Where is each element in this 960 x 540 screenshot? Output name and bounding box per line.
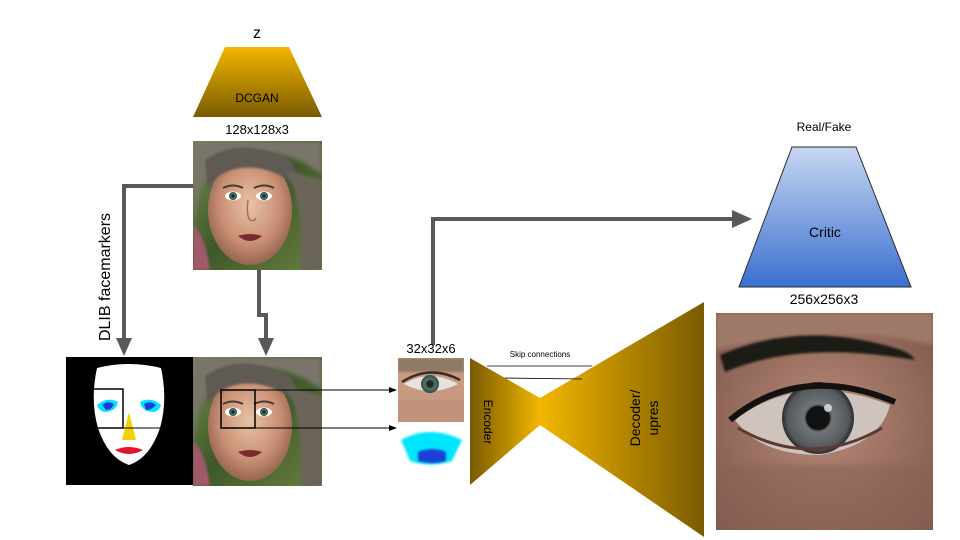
generated-size-label: 128x128x3 [225, 122, 289, 137]
patch-size-label: 32x32x6 [406, 341, 455, 356]
arrow-to-cropped-face-head [258, 338, 274, 356]
skip-connection-line-mid [504, 377, 583, 380]
dcgan-label: DCGAN [235, 91, 278, 105]
decoder-label-line1: Decoder/ [627, 389, 643, 446]
real-fake-label: Real/Fake [797, 120, 852, 134]
eye-mask-patch [401, 432, 462, 465]
dlib-label: DLIB facemarkers [97, 213, 114, 341]
dlib-landmark-mask [66, 357, 194, 485]
skip-connections-label: Skip connections [510, 350, 570, 359]
eye-patch-crop [398, 358, 464, 422]
arrow-to-critic-head [732, 210, 752, 228]
encoder-label: Encoder [481, 400, 495, 445]
critic-label: Critic [809, 224, 841, 240]
arrow-to-cropped-face [257, 270, 268, 344]
z-label: z [253, 25, 261, 42]
face-photo-with-crop-box [193, 357, 322, 486]
critic-trapezoid [738, 146, 912, 288]
output-size-label: 256x256x3 [790, 291, 859, 307]
decoder-label-line2: upres [645, 400, 661, 435]
generated-face-photo [193, 141, 322, 270]
upscaled-eye-output [716, 313, 933, 530]
dcgan-trapezoid [193, 47, 322, 117]
arrow-to-critic [431, 217, 738, 345]
encoder-shape [470, 358, 540, 485]
arrow-to-mask-head [116, 338, 132, 356]
decoder-shape [540, 302, 704, 537]
arrow-to-mask [122, 184, 193, 344]
